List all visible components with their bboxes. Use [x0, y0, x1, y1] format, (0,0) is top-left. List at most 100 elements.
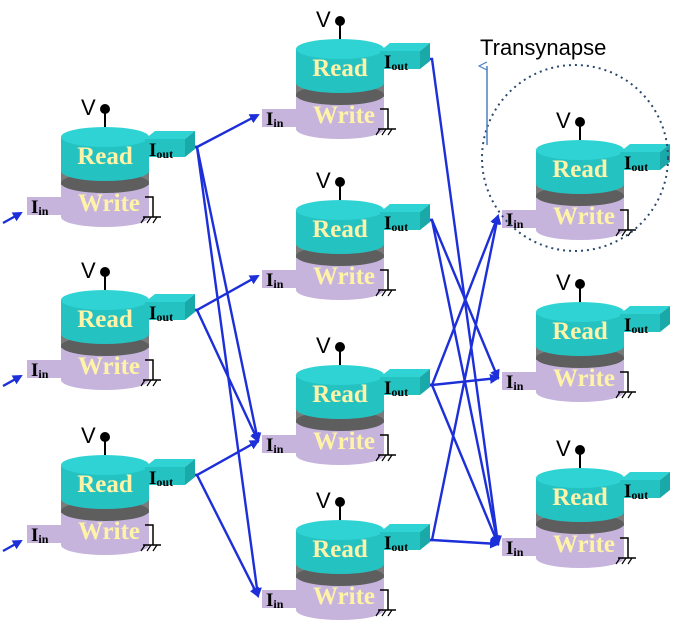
ground-hatch [375, 454, 381, 462]
transynapse-dotted-circle [481, 64, 669, 252]
read-layer-bottom [61, 161, 149, 181]
read-label: Read [312, 55, 368, 82]
voltage-label: V [81, 95, 96, 120]
voltage-label: V [316, 7, 331, 32]
read-layer-top [536, 140, 624, 160]
input-current-label: Iin [31, 197, 49, 218]
output-terminal-top [620, 472, 670, 480]
write-layer-bottom [296, 280, 384, 300]
voltage-probe-head [335, 497, 345, 507]
output-terminal-top [145, 294, 195, 302]
ground-hatch [621, 229, 627, 237]
read-layer-bottom [296, 234, 384, 254]
ground-hatch [387, 128, 393, 136]
write-layer-bottom [296, 119, 384, 139]
output-terminal-side [420, 43, 430, 69]
write-layer-bottom [296, 445, 384, 465]
input-terminal-block [502, 210, 544, 228]
output-terminal-side [185, 459, 195, 485]
ground-hatch [140, 379, 146, 387]
read-layer-bottom [296, 399, 384, 419]
read-layer-bottom [296, 554, 384, 574]
ground-hatch [627, 391, 633, 399]
ground-hatch [381, 609, 387, 617]
write-label: Write [553, 203, 615, 230]
ground-hatch [387, 609, 393, 617]
read-layer-bottom [536, 336, 624, 356]
ground-hatch [381, 454, 387, 462]
ground-hatch [381, 128, 387, 136]
read-layer-top [296, 520, 384, 540]
input-current-label: Iin [31, 525, 49, 546]
voltage-probe-head [575, 279, 585, 289]
ground-hatch [615, 229, 621, 237]
read-layer-bottom [296, 73, 384, 93]
output-current-label: Iout [384, 533, 408, 554]
ground-wire [620, 209, 629, 230]
ground-wire [145, 359, 154, 380]
output-terminal-block [620, 152, 660, 170]
read-layer-top [296, 39, 384, 59]
input-current-label: Iin [266, 590, 284, 611]
ground-hatch [152, 216, 158, 224]
wire-l2-to-m2 [189, 274, 260, 312]
input-terminal-block [262, 109, 304, 127]
input-terminal-block [27, 360, 69, 378]
read-layer-bottom [61, 324, 149, 344]
write-label: Write [313, 583, 375, 610]
read-layer-bottom [536, 174, 624, 194]
read-layer-bottom [61, 489, 149, 509]
read-layer-top [296, 365, 384, 385]
voltage-probe-head [335, 177, 345, 187]
voltage-label: V [556, 270, 571, 295]
read-label: Read [77, 143, 133, 170]
ground-hatch [621, 557, 627, 565]
read-label: Read [312, 381, 368, 408]
output-terminal-top [145, 459, 195, 467]
read-layer-top [296, 200, 384, 220]
input-current-label: Iin [506, 372, 524, 393]
wire-l3-to-m4 [189, 473, 260, 598]
output-terminal-side [660, 306, 670, 332]
ground-hatch [375, 289, 381, 297]
synapse-cells: VReadWriteIoutIinVReadWriteIoutIinVReadW… [27, 7, 670, 620]
output-terminal-top [145, 131, 195, 139]
write-layer-bottom [61, 207, 149, 227]
wire-l3-to-m3 [189, 439, 260, 477]
voltage-label: V [316, 168, 331, 193]
ground-wire [380, 108, 389, 129]
output-current-label: Iout [384, 213, 408, 234]
input-current-label: Iin [31, 360, 49, 381]
ground-hatch [615, 391, 621, 399]
output-terminal-top [620, 144, 670, 152]
read-layer-top [61, 455, 149, 475]
output-terminal-block [380, 51, 420, 69]
external-input-arrow-l2 [2, 374, 23, 388]
write-label: Write [78, 190, 140, 217]
write-label: Write [313, 428, 375, 455]
write-layer-bottom [296, 600, 384, 620]
write-label: Write [553, 531, 615, 558]
read-label: Read [552, 318, 608, 345]
voltage-label: V [81, 423, 96, 448]
write-layer-bottom [61, 370, 149, 390]
write-layer-bottom [536, 548, 624, 568]
output-current-label: Iout [624, 315, 648, 336]
input-current-label: Iin [266, 109, 284, 130]
ground-hatch [146, 379, 152, 387]
wire-l2-to-m3 [189, 308, 260, 443]
ground-hatch [387, 454, 393, 462]
voltage-probe-head [100, 267, 110, 277]
output-terminal-top [380, 524, 430, 532]
voltage-probe-head [335, 342, 345, 352]
voltage-probe-head [335, 16, 345, 26]
write-layer-bottom [536, 220, 624, 240]
